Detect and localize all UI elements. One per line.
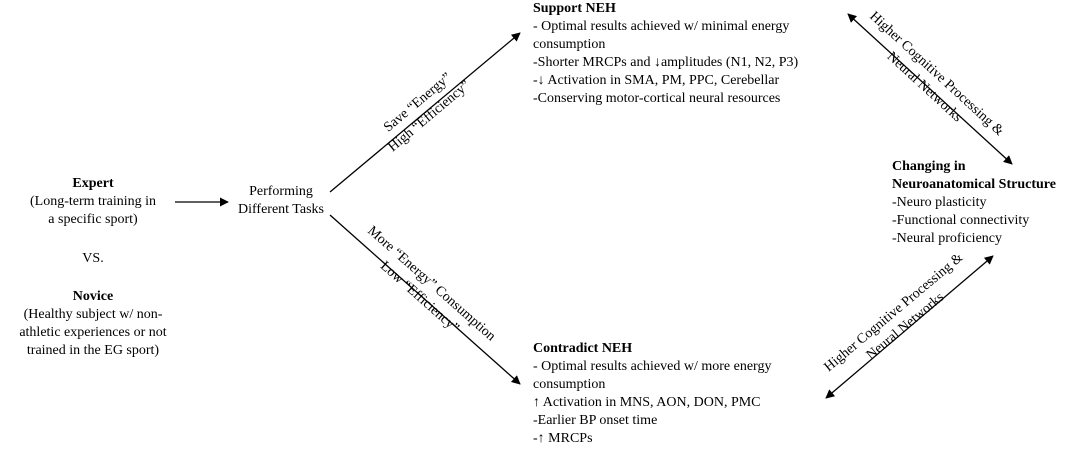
changing-line: -Neural proficiency: [892, 231, 1002, 246]
contradict-title: Contradict NEH: [533, 341, 633, 356]
performing-line: Different Tasks: [238, 202, 324, 217]
changing-title: Neuroanatomical Structure: [892, 177, 1056, 192]
performing-block: Performing Different Tasks: [226, 183, 336, 219]
arrow-contradict-changing: [825, 255, 994, 399]
expert-block: Expert (Long-term training in a specific…: [0, 175, 186, 229]
contradict-neh-block: Contradict NEH - Optimal results achieve…: [533, 340, 771, 448]
support-line: -Shorter MRCPs and ↓amplitudes (N1, N2, …: [533, 55, 799, 70]
support-line: - Optimal results achieved w/ minimal en…: [533, 19, 790, 34]
arrow-tasks-to-support: [329, 32, 521, 193]
expert-title: Expert: [72, 176, 114, 191]
novice-line: athletic experiences or not: [19, 325, 167, 340]
contradict-line: -Earlier BP onset time: [533, 413, 658, 428]
expert-line: (Long-term training in: [30, 194, 156, 209]
support-line: -↓ Activation in SMA, PM, PPC, Cerebella…: [533, 73, 780, 88]
vs-label: VS.: [82, 251, 104, 266]
novice-line: (Healthy subject w/ non-: [23, 307, 163, 322]
contradict-line: ↑ Activation in MNS, AON, DON, PMC: [533, 395, 761, 410]
support-line: -Conserving motor-cortical neural resour…: [533, 91, 781, 106]
changing-title: Changing in: [892, 159, 966, 174]
contradict-line: -↑ MRCPs: [533, 431, 593, 446]
changing-line: -Functional connectivity: [892, 213, 1030, 228]
changing-line: -Neuro plasticity: [892, 195, 987, 210]
changing-block: Changing in Neuroanatomical Structure -N…: [892, 158, 1056, 248]
arrow-tasks-to-contradict: [329, 214, 521, 385]
novice-line: trained in the EG sport): [26, 343, 160, 358]
novice-block: Novice (Healthy subject w/ non- athletic…: [0, 288, 186, 360]
support-neh-block: Support NEH - Optimal results achieved w…: [533, 0, 798, 108]
support-title: Support NEH: [533, 1, 616, 16]
expert-line: a specific sport): [48, 212, 138, 227]
performing-line: Performing: [249, 184, 313, 199]
support-line: consumption: [533, 37, 606, 52]
novice-title: Novice: [72, 289, 114, 304]
contradict-line: consumption: [533, 377, 606, 392]
arrow-support-changing: [847, 13, 1013, 165]
contradict-line: - Optimal results achieved w/ more energ…: [533, 359, 772, 374]
